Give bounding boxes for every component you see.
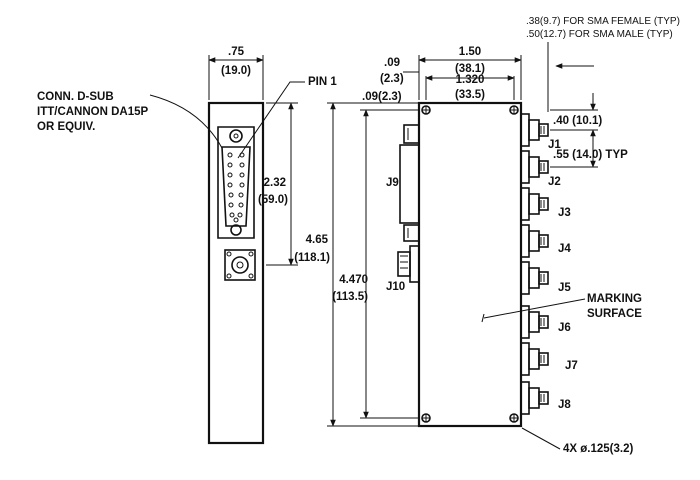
holes-callout: 4X ø.125(3.2) xyxy=(563,443,633,455)
jack-j6: J6 xyxy=(520,305,571,339)
j1-label: J1 xyxy=(548,139,561,151)
front-view: .75 (19.0) 2.32 (59.0) CONN. D-SUB ITT/C… xyxy=(37,46,337,445)
conn-callout-line3: OR EQUIV. xyxy=(37,121,95,133)
depth-mm-label: (38.1) xyxy=(455,63,485,75)
width-in-label: .75 xyxy=(228,46,245,58)
jack-j5: J5 xyxy=(520,261,571,295)
j6-label: J6 xyxy=(558,322,571,334)
width-mm-label: (19.0) xyxy=(221,65,251,77)
top-offset-label: .09(2.3) xyxy=(362,91,402,103)
sma-male-note: .50(12.7) FOR SMA MALE (TYP) xyxy=(526,29,673,40)
j3-label: J3 xyxy=(558,207,571,219)
sma-female-note: .38(9.7) FOR SMA FEMALE (TYP) xyxy=(526,16,680,27)
conn-callout-line1: CONN. D-SUB xyxy=(37,91,114,103)
dsub-spacing-in-label: 2.32 xyxy=(264,177,286,189)
dsub-spacing-mm-label: (59.0) xyxy=(258,194,288,206)
marking-callout-line1: MARKING xyxy=(587,293,642,305)
j10-connector xyxy=(397,245,420,283)
conn-callout-line2: ITT/CANNON DA15P xyxy=(37,106,149,118)
jack-j1: J1 xyxy=(520,113,561,151)
mounting-holes xyxy=(421,105,519,423)
jack-j8: J8 xyxy=(520,381,571,415)
j9-connector xyxy=(399,124,420,242)
inner-height-mm-label: (113.5) xyxy=(332,291,368,303)
height-in-label: 4.65 xyxy=(306,234,329,246)
jack-pitch-label: .55 (14.0) TYP xyxy=(553,149,628,161)
marking-callout-line2: SURFACE xyxy=(587,308,642,320)
jack-first-label: .40 (10.1) xyxy=(553,115,602,127)
height-dimensions: 4.65 (118.1) 4.470 (113.5) .09(2.3) xyxy=(294,91,420,427)
jack-j2: J2 xyxy=(520,150,561,188)
j5-label: J5 xyxy=(558,282,571,294)
front-view-body xyxy=(207,101,265,445)
front-sma-flange xyxy=(224,249,256,281)
inner-depth-mm-label: (33.5) xyxy=(455,89,485,101)
sma-dimensions: .38(9.7) FOR SMA FEMALE (TYP) .50(12.7) … xyxy=(526,16,680,168)
side-view-body xyxy=(417,101,523,428)
j7-label: J7 xyxy=(565,360,578,372)
inner-height-in-label: 4.470 xyxy=(339,274,368,286)
j4-label: J4 xyxy=(558,243,571,255)
side-view: J9 J10 J1 J2 xyxy=(386,101,642,455)
inner-depth-in-label: 1.320 xyxy=(456,74,485,86)
depth-dimensions: 1.50 (38.1) 1.320 (33.5) .09 (2.3) xyxy=(380,46,522,101)
height-mm-label: (118.1) xyxy=(294,252,330,264)
dsub-connector xyxy=(217,126,255,239)
side-offset-in-label: .09 xyxy=(384,57,400,69)
j9-label: J9 xyxy=(386,177,399,189)
pin1-callout: PIN 1 xyxy=(308,76,337,88)
jack-j3: J3 xyxy=(520,187,571,221)
jack-j7: J7 xyxy=(520,342,578,376)
j2-label: J2 xyxy=(548,176,561,188)
j8-label: J8 xyxy=(558,399,571,411)
j10-label: J10 xyxy=(386,281,405,293)
dsub-pins xyxy=(227,152,245,223)
side-offset-mm-label: (2.3) xyxy=(380,73,404,85)
output-jacks: J1 J2 J3 J4 xyxy=(520,113,578,415)
depth-in-label: 1.50 xyxy=(459,46,481,58)
jack-j4: J4 xyxy=(520,224,571,258)
